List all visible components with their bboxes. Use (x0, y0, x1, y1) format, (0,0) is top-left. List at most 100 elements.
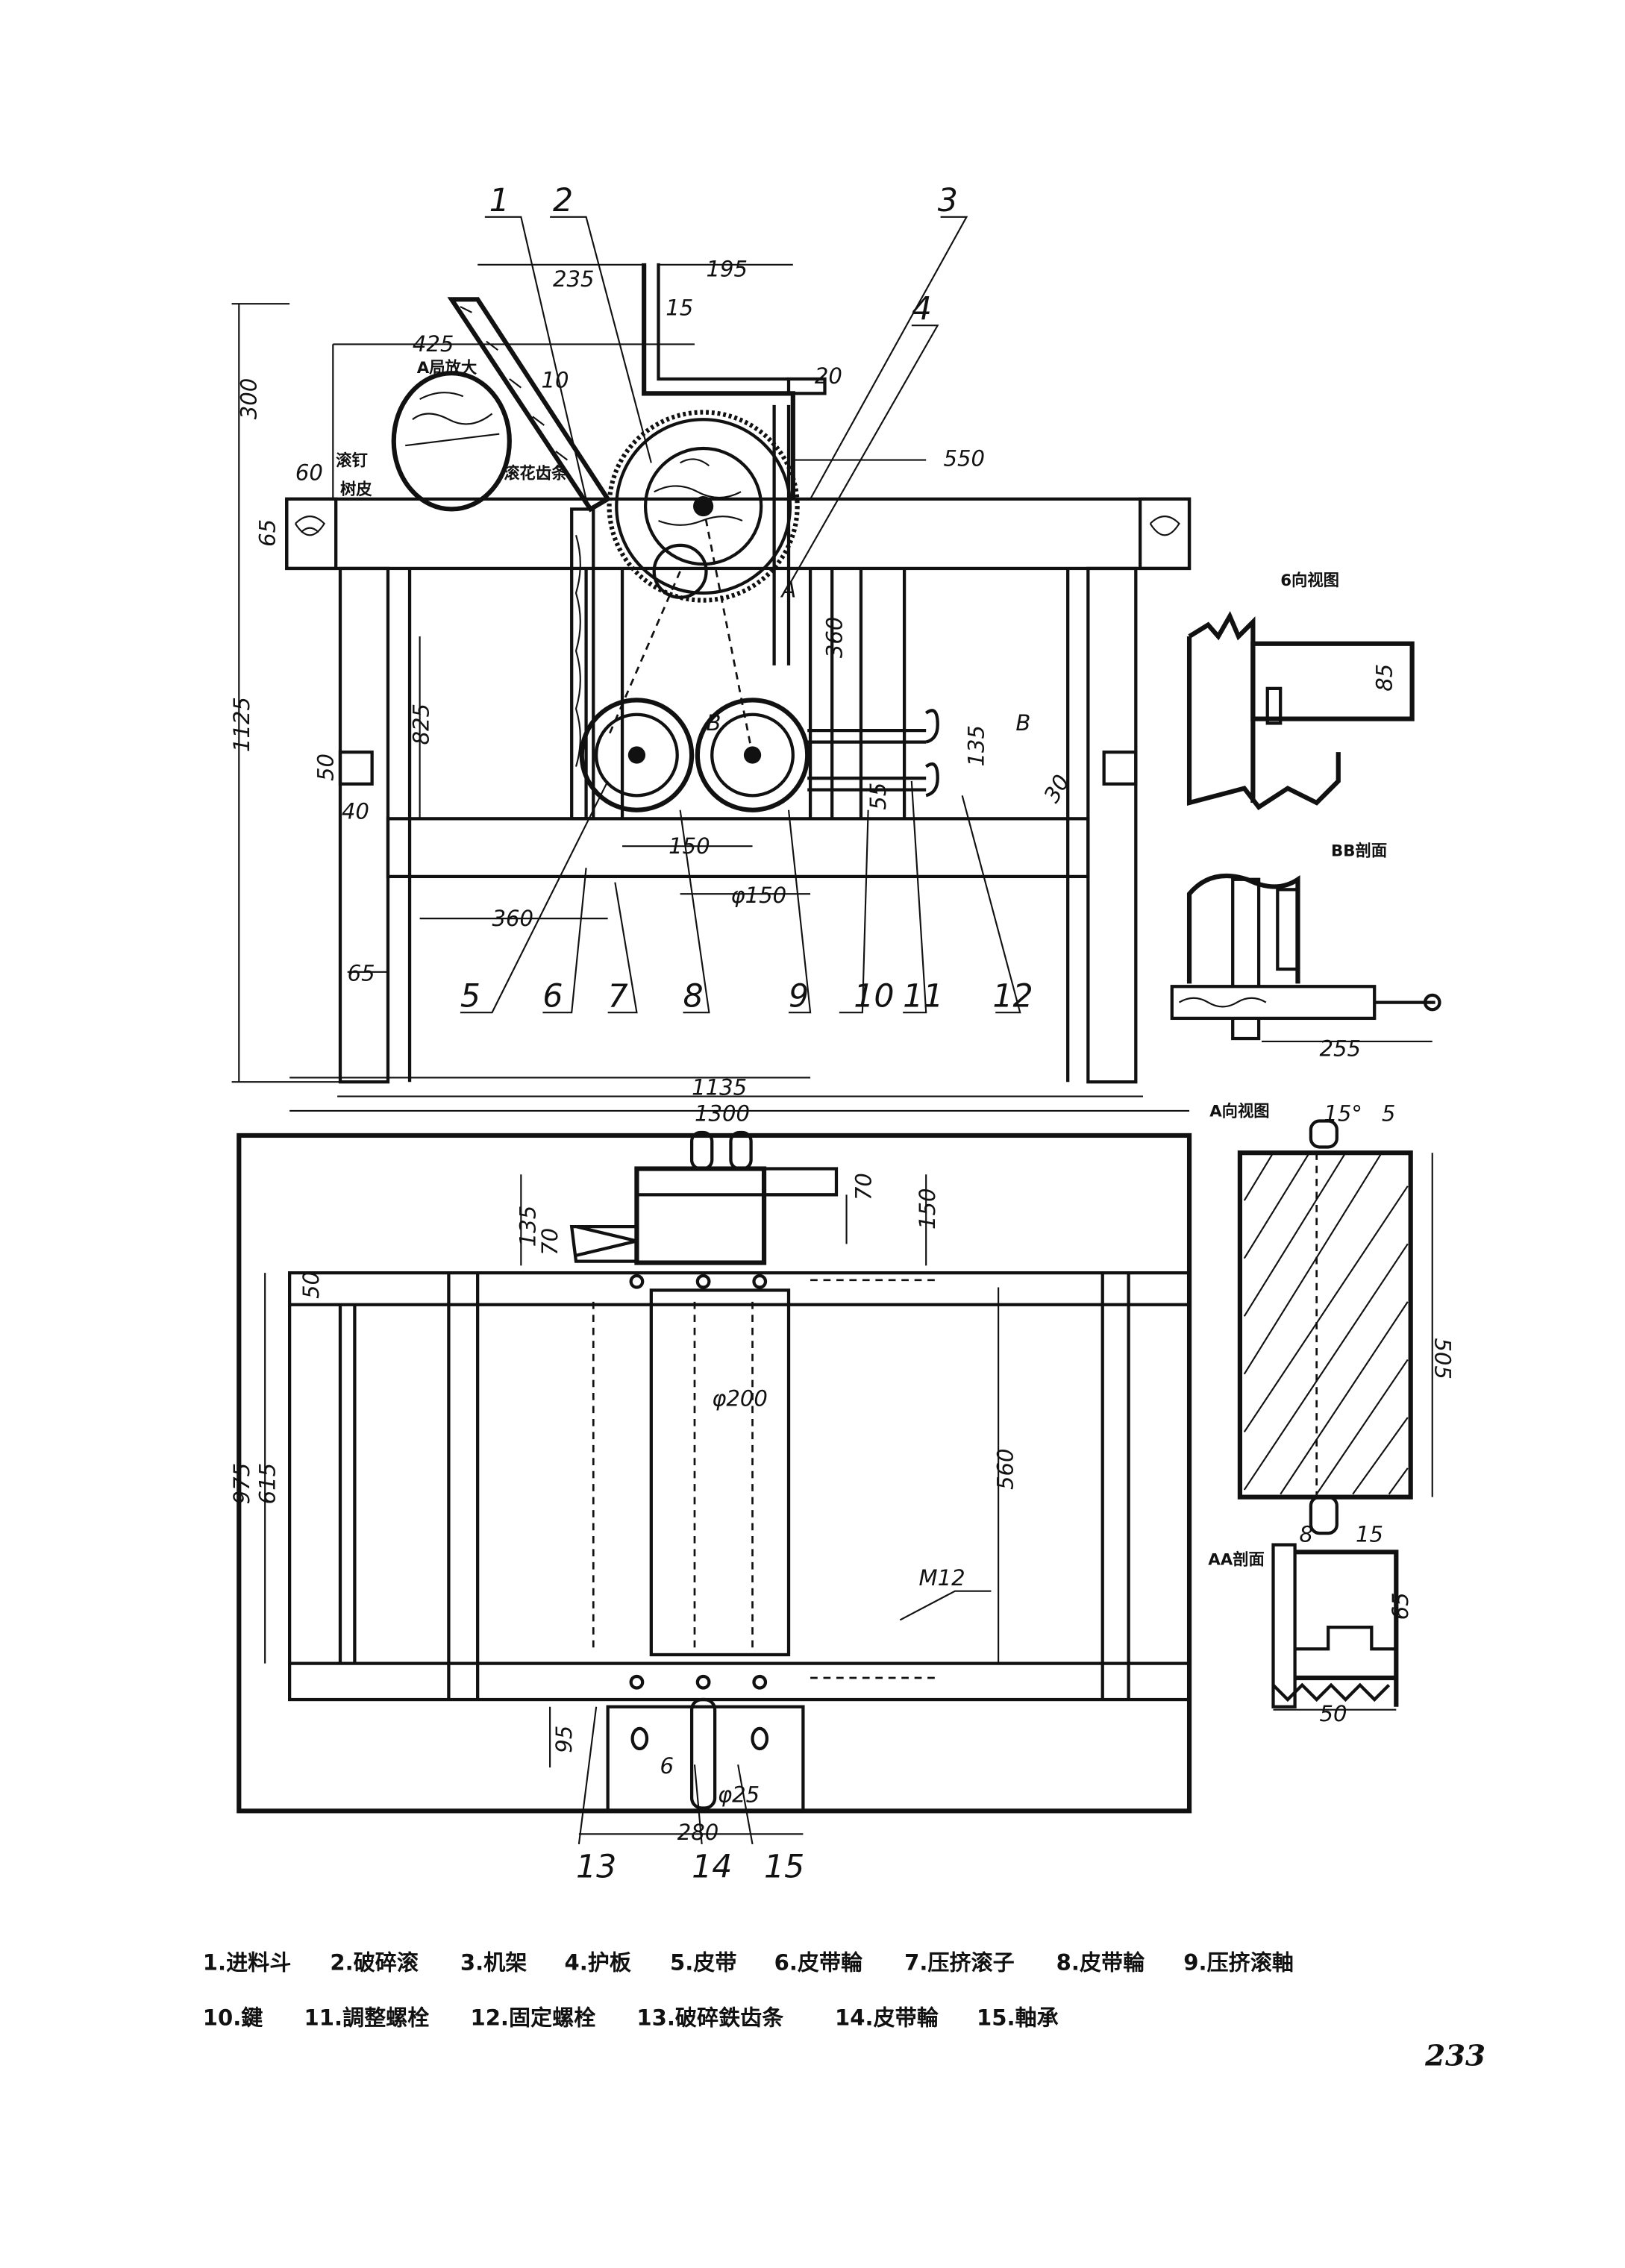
parts-legend: 1.进料斗 2.破碎滚 3.机架 4.护板 5.皮带 6.皮带輪 7.压挤滚子 … (203, 1950, 1294, 2031)
detail-title: A局放大 (417, 358, 478, 378)
dim-50: 50 (298, 1271, 324, 1299)
legend-item: 15.軸承 (977, 2005, 1059, 2030)
dim-615: 615 (255, 1463, 281, 1505)
legend-item: 3.机架 (460, 1950, 527, 1976)
dim-195: 195 (706, 256, 748, 281)
legend-item: 10.鍵 (203, 2005, 263, 2030)
legend-item: 13.破碎鉄齿条 (636, 2005, 784, 2030)
callout-8: 8 (683, 977, 703, 1015)
legend-item: 14.皮带輪 (835, 2005, 939, 2030)
aa-dim-8: 8 (1299, 1522, 1313, 1547)
dim-425: 425 (413, 331, 454, 357)
legend-item: 1.进料斗 (203, 1950, 292, 1976)
callout-6: 6 (542, 977, 563, 1015)
side-board (570, 507, 595, 821)
legend-item: 9.压挤滚軸 (1183, 1950, 1294, 1976)
dim-phi200: φ200 (712, 1385, 768, 1411)
dim-20: 20 (815, 363, 842, 389)
dim-975: 975 (229, 1463, 254, 1505)
section-bb: BB剖面 255 (1170, 842, 1441, 1061)
callout-15: 15 (764, 1849, 804, 1886)
dim-65: 65 (255, 519, 281, 547)
view-a: A向视图 15° 5 505 (1209, 1101, 1456, 1535)
top-view-dimensions: 1135 1300 135 70 70 150 50 975 615 φ200 … (229, 1075, 1018, 1845)
rail-end-right (1102, 751, 1138, 786)
section-aa: AA剖面 8 15 65 50 (1208, 1522, 1413, 1726)
aa-dim-50: 50 (1320, 1701, 1347, 1726)
dim-235: 235 (553, 266, 595, 292)
press-roller-left (579, 698, 695, 812)
detail-label-bark: 树皮 (340, 480, 372, 499)
detail-label-nail: 滚钉 (336, 451, 368, 470)
dim-150: 150 (915, 1188, 940, 1229)
dim-70: 70 (851, 1173, 877, 1200)
callout-13: 13 (576, 1849, 616, 1886)
legend-item: 4.护板 (564, 1950, 631, 1976)
dim-m12: M12 (918, 1565, 965, 1591)
bearing-block (606, 1705, 805, 1813)
dim-65-leg: 65 (348, 960, 375, 986)
callout-5: 5 (460, 977, 480, 1015)
a-view-title: A向视图 (1209, 1102, 1269, 1121)
top-view (237, 1109, 1192, 1845)
callout-10: 10 (854, 977, 894, 1015)
legend-item: 11.調整螺栓 (304, 2005, 430, 2030)
leg-left (338, 566, 390, 1084)
dim-15: 15 (666, 295, 693, 321)
view6-title: 6向视图 (1280, 571, 1339, 590)
pulley-assembly (634, 1166, 767, 1265)
callout-3: 3 (938, 182, 958, 219)
bb-title: BB剖面 (1331, 842, 1387, 861)
callout-1: 1 (489, 182, 510, 219)
legend-item: 5.皮带 (670, 1950, 736, 1976)
dim-50: 50 (313, 754, 338, 781)
page-number: 233 (1424, 2040, 1485, 2073)
dim-150: 150 (669, 833, 710, 859)
view6-dim-85: 85 (1371, 664, 1397, 692)
aa-dim-15: 15 (1356, 1522, 1383, 1547)
dim-phi150: φ150 (730, 883, 786, 908)
wood-grain-icon (1149, 516, 1180, 536)
callout-2: 2 (553, 182, 573, 219)
dim-55: 55 (865, 783, 891, 810)
part-callouts: 1 2 3 4 5 6 7 8 9 10 11 12 13 14 15 (460, 182, 1033, 1885)
dim-60: 60 (295, 460, 323, 486)
dim-1125: 1125 (229, 697, 254, 752)
beam-end-right (1138, 497, 1192, 571)
small-roller (652, 543, 708, 599)
legend-item: 7.压挤滚子 (904, 1950, 1015, 1976)
dim-95: 95 (551, 1726, 577, 1753)
section-mark-a: A (780, 577, 796, 603)
a-dim-5: 5 (1382, 1101, 1396, 1127)
bb-dim-255: 255 (1320, 1036, 1362, 1061)
dim-300: 300 (237, 378, 262, 420)
detail-magnified-circle (391, 371, 512, 512)
section-mark-b: B (1015, 710, 1030, 736)
dim-135: 135 (516, 1206, 541, 1247)
dim-10: 10 (541, 368, 569, 393)
lower-rail (386, 817, 1090, 879)
dim-825: 825 (408, 704, 433, 745)
callout-12: 12 (992, 977, 1033, 1015)
front-view (231, 216, 1192, 1097)
detail-label-rack: 滚花齿条 (504, 464, 568, 483)
guard-frame (642, 263, 795, 499)
press-roller-right (695, 698, 810, 812)
front-view-dimensions: 235 195 15 425 10 20 300 60 65 550 360 1… (229, 256, 1074, 986)
legend-item: 12.固定螺栓 (470, 2005, 595, 2030)
callout-7: 7 (608, 977, 628, 1015)
dim-6: 6 (660, 1753, 674, 1779)
wood-grain-icon (294, 516, 326, 536)
dim-phi25: φ25 (718, 1782, 760, 1808)
crushing-roller (607, 410, 800, 603)
dim-40: 40 (342, 798, 369, 824)
rail-end-left (338, 751, 374, 786)
aa-title: AA剖面 (1208, 1550, 1265, 1570)
callout-4: 4 (912, 290, 932, 328)
view-6: 6向视图 85 (1186, 571, 1415, 810)
legend-item: 8.皮带輪 (1056, 1950, 1145, 1976)
roller-a-view (1237, 1150, 1413, 1500)
callout-14: 14 (692, 1849, 732, 1886)
callout-11: 11 (903, 977, 943, 1015)
dim-280: 280 (677, 1820, 719, 1845)
